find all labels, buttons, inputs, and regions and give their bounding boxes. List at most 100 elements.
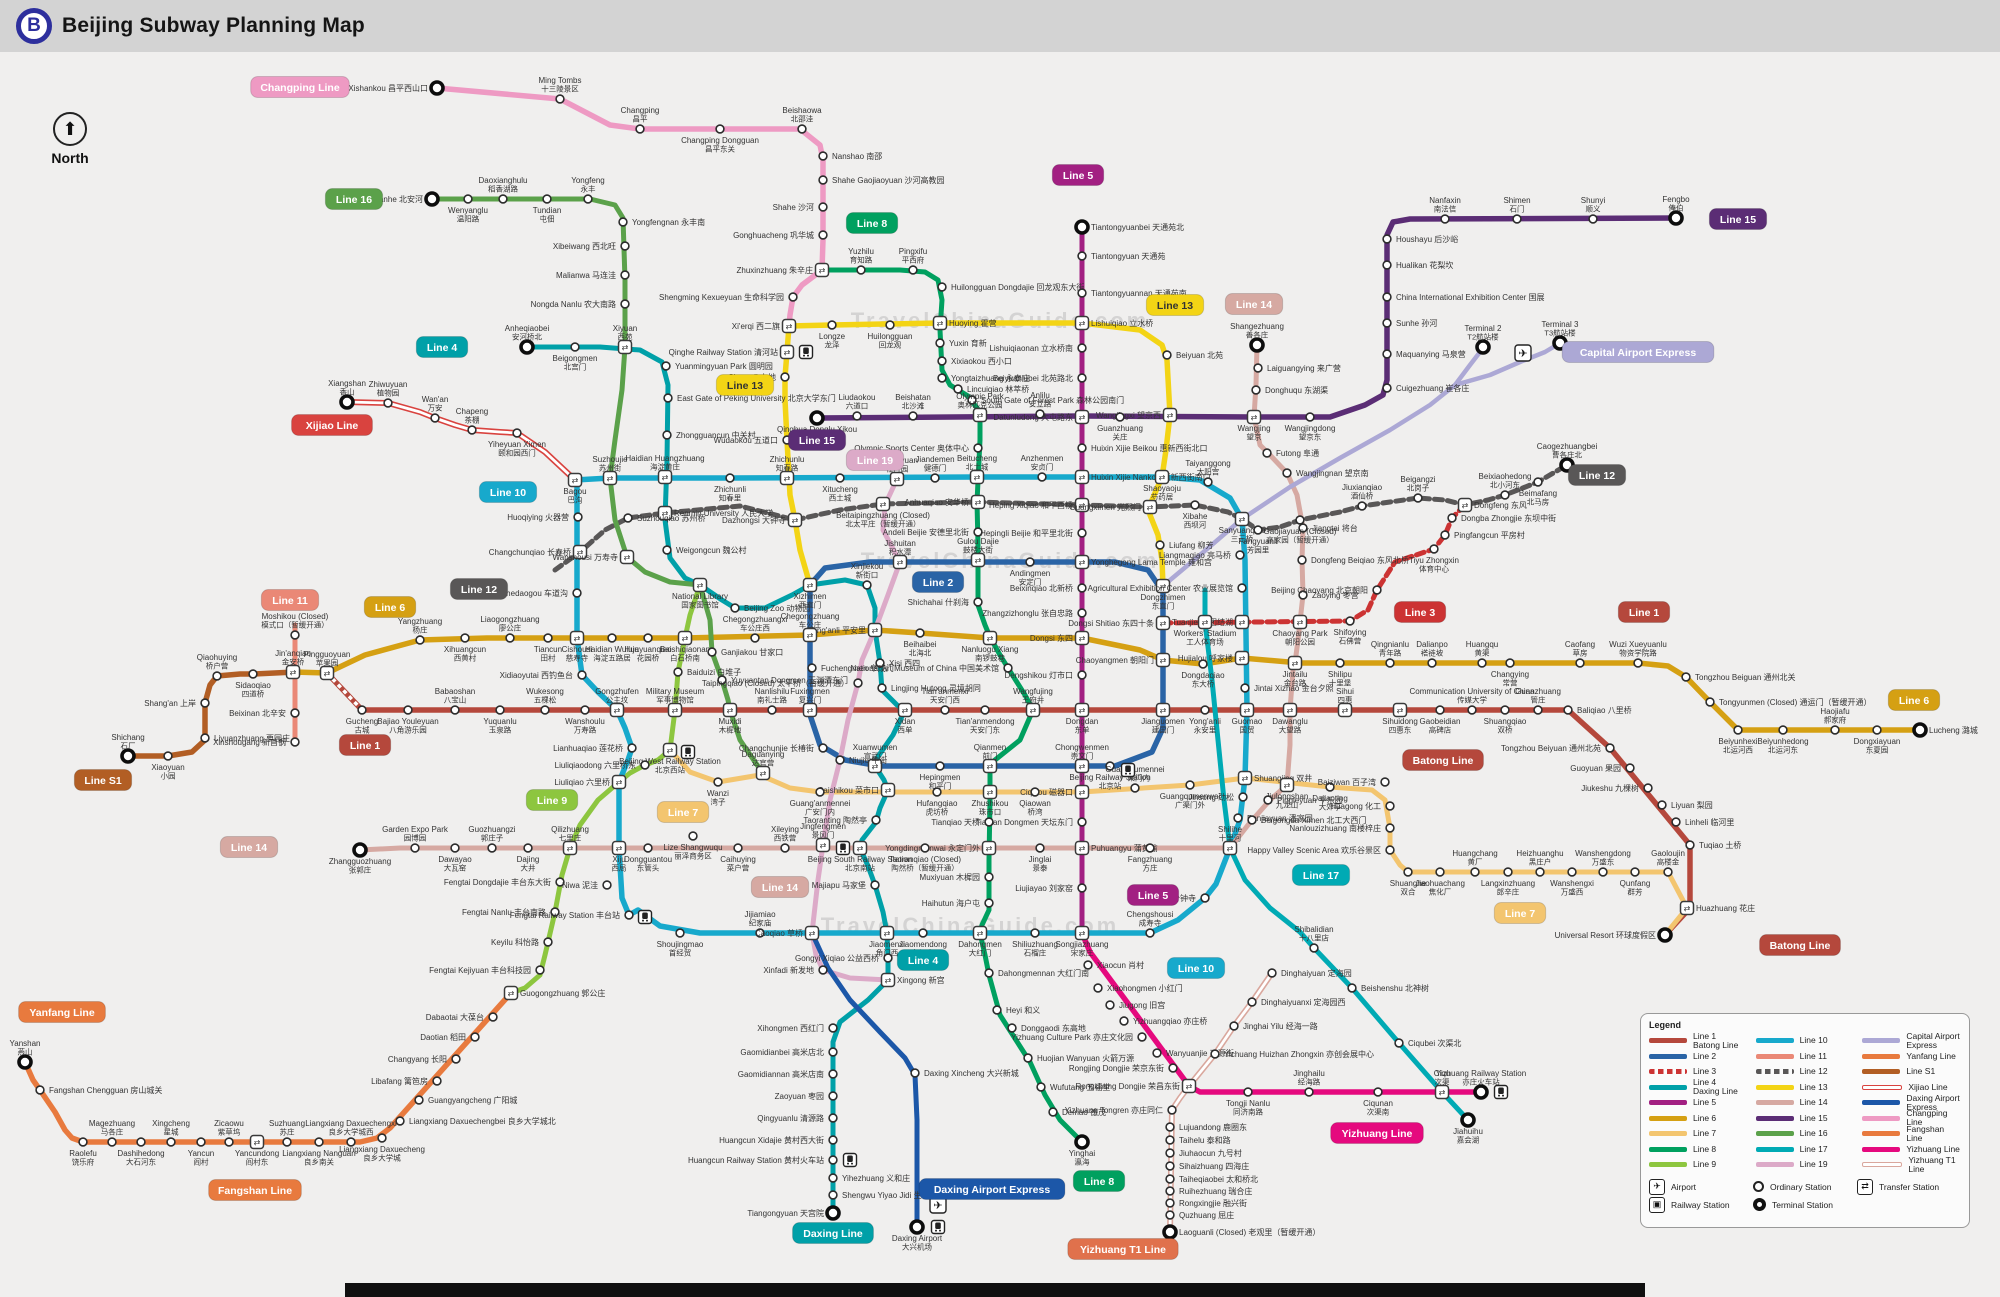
svg-text:Huazhuang 花庄: Huazhuang 花庄 xyxy=(1696,903,1755,913)
svg-text:Gaomidiannan 高米店南: Gaomidiannan 高米店南 xyxy=(738,1069,824,1079)
svg-text:Line 1: Line 1 xyxy=(350,740,381,752)
station-label-lujuandong: Lujuandong 鹿圈东 xyxy=(1179,1122,1247,1132)
svg-text:四惠东: 四惠东 xyxy=(1389,725,1412,735)
svg-text:Linheli 临河里: Linheli 临河里 xyxy=(1685,817,1734,827)
line-badge-batong-line: Batong Line xyxy=(1759,934,1841,956)
svg-text:万寿路: 万寿路 xyxy=(574,725,597,735)
svg-text:湾子: 湾子 xyxy=(711,797,726,807)
legend-swatch xyxy=(1755,1162,1794,1168)
svg-text:Liangxiang Daxuecheng: Liangxiang Daxuecheng xyxy=(339,1145,425,1154)
legend-swatch xyxy=(1649,1100,1687,1106)
svg-text:高家园（暂缓开通）: 高家园（暂缓开通） xyxy=(1266,535,1334,545)
svg-text:Jinghai Yilu 经海一路: Jinghai Yilu 经海一路 xyxy=(1243,1021,1318,1031)
station-label-zhangzizhonglu: Zhangzizhonglu 张自忠路 xyxy=(982,608,1073,618)
station-universal-resort: Universal Resort 环球度假区 xyxy=(1555,927,1673,943)
station-caishikou: ⇄Caishikou 菜市口 xyxy=(818,782,896,798)
railway-station-icon xyxy=(1493,1084,1509,1100)
svg-text:太阳宫: 太阳宫 xyxy=(1197,467,1220,477)
svg-text:车公庄: 车公庄 xyxy=(799,620,822,630)
station-olympic-sports-center: Olympic Sports Center 奥体中心 xyxy=(854,443,983,453)
svg-text:Lingjing Hutong 灵境胡同: Lingjing Hutong 灵境胡同 xyxy=(891,683,981,693)
svg-text:Pingguoyuan: Pingguoyuan xyxy=(304,650,351,659)
svg-text:Shang'an 上岸: Shang'an 上岸 xyxy=(144,699,196,708)
svg-text:Donggaodi 东高地: Donggaodi 东高地 xyxy=(1021,1023,1086,1033)
station-label-lianhuaqiao: Lianhuaqiao 莲花桥 xyxy=(553,743,623,753)
station-label-dinghaiyuanxi: Dinghaiyuanxi 定海园西 xyxy=(1261,997,1345,1007)
svg-text:Fengtai Kejiyuan 丰台科技园: Fengtai Kejiyuan 丰台科技园 xyxy=(429,965,531,975)
legend-label: Line 14 xyxy=(1799,1097,1828,1108)
station-label-jintai-xizhao: Jintai Xizhao 金台夕照 xyxy=(1254,683,1334,693)
station-label-donggaodi: Donggaodi 东高地 xyxy=(1021,1023,1086,1033)
svg-text:⇄: ⇄ xyxy=(807,631,814,640)
svg-text:Shahe Gaojiaoyuan 沙河高教园: Shahe Gaojiaoyuan 沙河高教园 xyxy=(832,175,945,185)
svg-text:⇄: ⇄ xyxy=(809,929,816,938)
svg-text:Shichang: Shichang xyxy=(111,733,144,742)
svg-text:Xisi 西四: Xisi 西四 xyxy=(889,659,920,668)
svg-text:⇄: ⇄ xyxy=(672,706,679,715)
station-yongtaizhuang: Yongtaizhuang 永泰庄 xyxy=(937,373,1030,383)
svg-text:Yuquanlu: Yuquanlu xyxy=(483,717,516,726)
svg-text:古城: 古城 xyxy=(355,725,370,735)
station-label-laiguangying: Laiguangying 来广营 xyxy=(1267,363,1341,373)
airport-icon: ✈ xyxy=(1514,344,1532,362)
svg-text:北马房: 北马房 xyxy=(1527,497,1550,507)
svg-text:⇄: ⇄ xyxy=(1079,788,1086,797)
station-label-guangyangcheng: Guangyangcheng 广阳城 xyxy=(428,1095,517,1105)
svg-text:Bei'anhe 北安河: Bei'anhe 北安河 xyxy=(366,194,423,204)
station-label-haihutun: Haihutun 海户屯 xyxy=(922,898,980,908)
line-badge-changping-line: Changping Line xyxy=(250,76,350,98)
station-daotian: Daotian 稻田 xyxy=(420,1032,480,1042)
station-label-ciqubei: Ciqubei 次渠北 xyxy=(1408,1038,1461,1048)
svg-text:⇄: ⇄ xyxy=(1292,659,1299,668)
svg-text:⇄: ⇄ xyxy=(324,669,331,678)
svg-text:Dongsi 东四: Dongsi 东四 xyxy=(1030,633,1073,643)
station-label-muxiyuan: Muxiyuan 木樨园 xyxy=(920,872,980,882)
svg-text:Line 19: Line 19 xyxy=(857,455,893,467)
legend-label: Line 7 xyxy=(1693,1128,1717,1139)
svg-text:Fuxingmen: Fuxingmen xyxy=(790,687,830,696)
legend-label: Line S1 xyxy=(1906,1066,1936,1077)
svg-text:Yinghai: Yinghai xyxy=(1069,1149,1096,1158)
svg-text:Line 7: Line 7 xyxy=(1505,908,1536,920)
legend-item-line-12: Line 12 xyxy=(1755,1064,1855,1080)
svg-text:Nanluogu Xiang: Nanluogu Xiang xyxy=(962,645,1019,654)
ordinary-icon xyxy=(1753,1181,1764,1192)
svg-text:宣武门: 宣武门 xyxy=(864,751,887,761)
legend-label: Daxing Airport Express xyxy=(1906,1092,1960,1112)
svg-text:Beijing Zoo 动物园: Beijing Zoo 动物园 xyxy=(744,603,810,613)
svg-text:Gaoloujin: Gaoloujin xyxy=(1651,849,1685,858)
svg-text:Demao 德茂: Demao 德茂 xyxy=(1062,1107,1106,1117)
svg-text:Dalianpo: Dalianpo xyxy=(1416,640,1448,649)
svg-text:Beitucheng: Beitucheng xyxy=(957,454,997,463)
svg-text:龙泽: 龙泽 xyxy=(825,340,840,350)
